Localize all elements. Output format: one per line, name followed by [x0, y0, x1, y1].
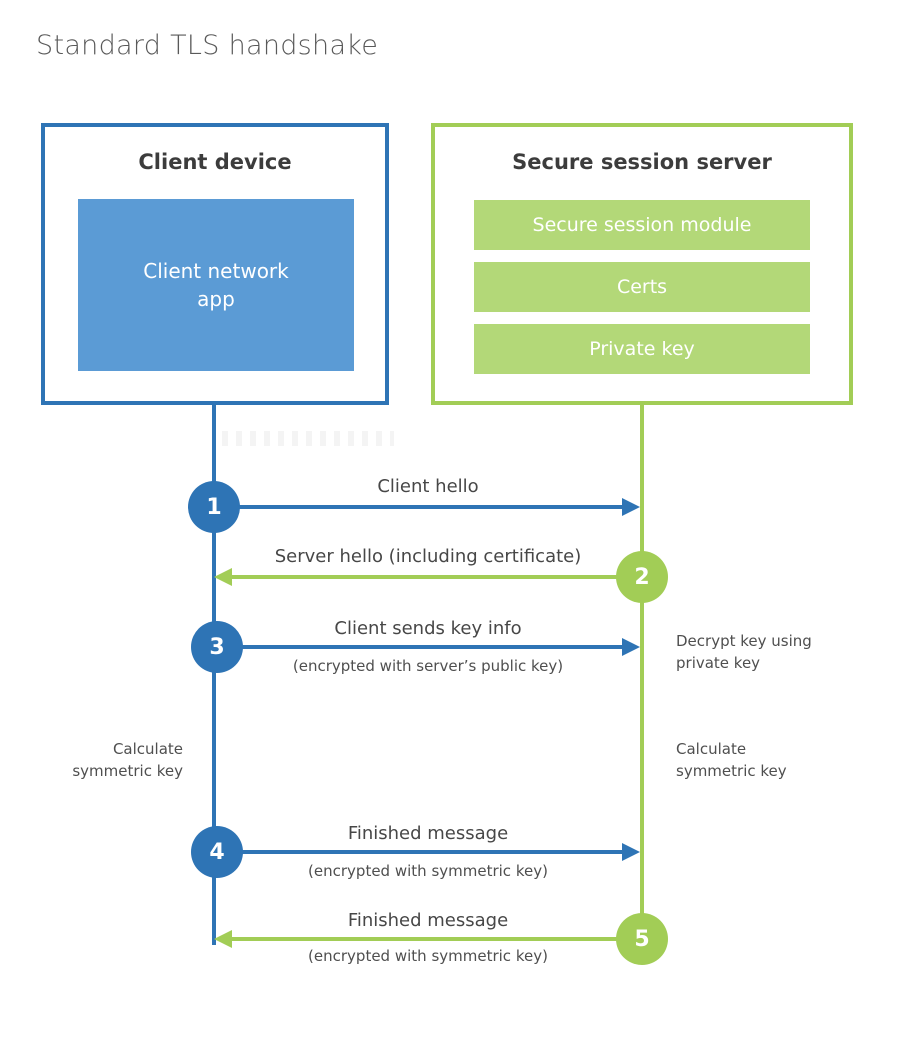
step4-message-label: Finished message	[347, 823, 509, 844]
client-app-label-line1: Client network	[143, 259, 289, 283]
step3-message-label: Client sends key info	[334, 618, 522, 639]
step3-message-subtext: (encrypted with server’s public key)	[292, 657, 564, 675]
server-module-certs: Certs	[474, 262, 810, 312]
step3-arrowhead-icon	[622, 638, 640, 656]
page-title: Standard TLS handshake	[36, 30, 379, 61]
step4-message-subtext: (encrypted with symmetric key)	[308, 862, 548, 880]
step4-number-badge: 4	[191, 826, 243, 878]
step3-number-badge: 3	[191, 621, 243, 673]
step1-arrow-line	[214, 505, 624, 509]
server-module-private-key: Private key	[474, 324, 810, 374]
calc-left-line2: symmetric key	[72, 762, 183, 780]
server-module-label: Certs	[616, 276, 668, 298]
server-module-label: Secure session module	[532, 214, 752, 236]
client-app-label-line2: app	[197, 287, 235, 311]
step2-arrowhead-icon	[214, 568, 232, 586]
client-device-title: Client device	[138, 150, 292, 174]
step3-arrow-line	[217, 645, 622, 649]
decrypt-key-note: Decrypt key using private key	[676, 630, 812, 674]
step5-message-label: Finished message	[347, 910, 509, 931]
client-network-app-rect: Client network app	[78, 199, 354, 371]
client-lifeline	[212, 405, 216, 945]
calc-left-line1: Calculate	[112, 740, 183, 758]
step4-arrow-line	[217, 850, 622, 854]
step5-number-badge: 5	[616, 913, 668, 965]
step4-number: 4	[209, 839, 225, 865]
step5-message-subtext: (encrypted with symmetric key)	[308, 947, 548, 965]
secure-session-server-title: Secure session server	[512, 150, 772, 174]
step2-message-label: Server hello (including certificate)	[274, 546, 582, 567]
calc-symmetric-key-note-client: Calculate symmetric key	[72, 738, 183, 782]
step3-number: 3	[209, 634, 225, 660]
step2-arrow-line	[232, 575, 642, 579]
server-module-label: Private key	[589, 338, 695, 360]
faint-dashes-artifact	[222, 431, 394, 446]
step1-number: 1	[206, 494, 222, 520]
step1-number-badge: 1	[188, 481, 240, 533]
server-module-secure-session: Secure session module	[474, 200, 810, 250]
decrypt-note-line1: Decrypt key using	[676, 632, 812, 650]
step5-number: 5	[634, 926, 650, 952]
step5-arrowhead-icon	[214, 930, 232, 948]
step1-arrowhead-icon	[622, 498, 640, 516]
step2-number: 2	[634, 564, 650, 590]
calc-right-line2: symmetric key	[676, 762, 787, 780]
step4-arrowhead-icon	[622, 843, 640, 861]
server-lifeline	[640, 405, 644, 945]
decrypt-note-line2: private key	[676, 654, 761, 672]
step2-number-badge: 2	[616, 551, 668, 603]
calc-right-line1: Calculate	[676, 740, 747, 758]
calc-symmetric-key-note-server: Calculate symmetric key	[676, 738, 787, 782]
step5-arrow-line	[232, 937, 642, 941]
step1-message-label: Client hello	[377, 476, 479, 497]
